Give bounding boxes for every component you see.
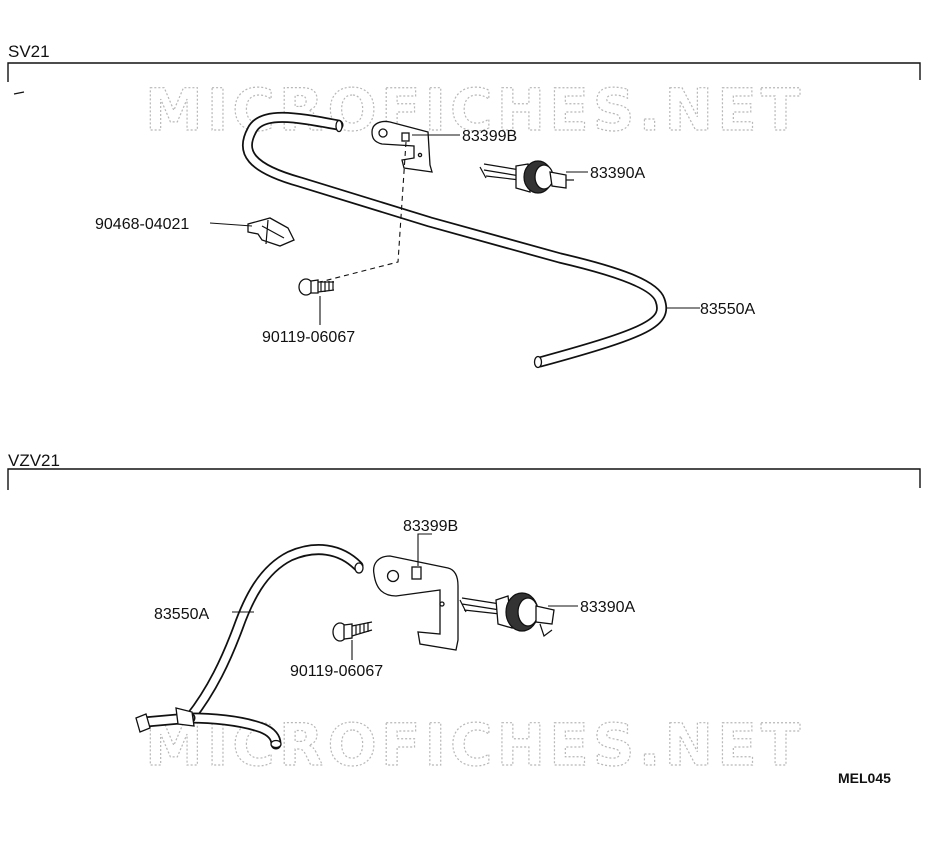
frame-mark <box>13 91 25 95</box>
hose-83550a <box>242 111 668 369</box>
hose-83550a-vzv21 <box>135 544 364 750</box>
bolt-90119-sv21 <box>298 278 335 296</box>
section-frame-sv21 <box>7 62 921 82</box>
bolt-90119-vzv21 <box>332 621 373 642</box>
section-title-vzv21: VZV21 <box>8 451 60 470</box>
clamp-90468 <box>247 217 295 247</box>
label-hose-sv21: 83550A <box>700 301 755 318</box>
section-sv21: SV21 83399B 833 <box>7 42 921 369</box>
label-hose-vzv21: 83550A <box>154 606 209 623</box>
label-clamp-sv21: 90468-04021 <box>95 216 189 233</box>
leader-clamp-sv21 <box>209 222 253 227</box>
section-title-sv21: SV21 <box>8 42 50 61</box>
label-switch-sv21: 83390A <box>590 165 645 182</box>
label-bolt-vzv21: 90119-06067 <box>290 663 383 680</box>
dashed-guide-sv21 <box>319 141 407 283</box>
figure-code: MEL045 <box>838 770 891 786</box>
switch-83390a <box>479 160 574 194</box>
section-frame-vzv21 <box>7 468 921 490</box>
bracket-83399b <box>371 120 433 173</box>
bracket-83399b-vzv21 <box>372 555 459 651</box>
section-vzv21: VZV21 83550A 83399B <box>7 451 921 750</box>
label-bolt-sv21: 90119-06067 <box>262 329 355 346</box>
switch-83390a-vzv21 <box>459 592 555 637</box>
label-switch-vzv21: 83390A <box>580 599 635 616</box>
leader-bracket-vzv21 <box>417 533 432 566</box>
label-bracket-sv21: 83399B <box>462 128 517 145</box>
label-bracket-vzv21: 83399B <box>403 518 458 535</box>
